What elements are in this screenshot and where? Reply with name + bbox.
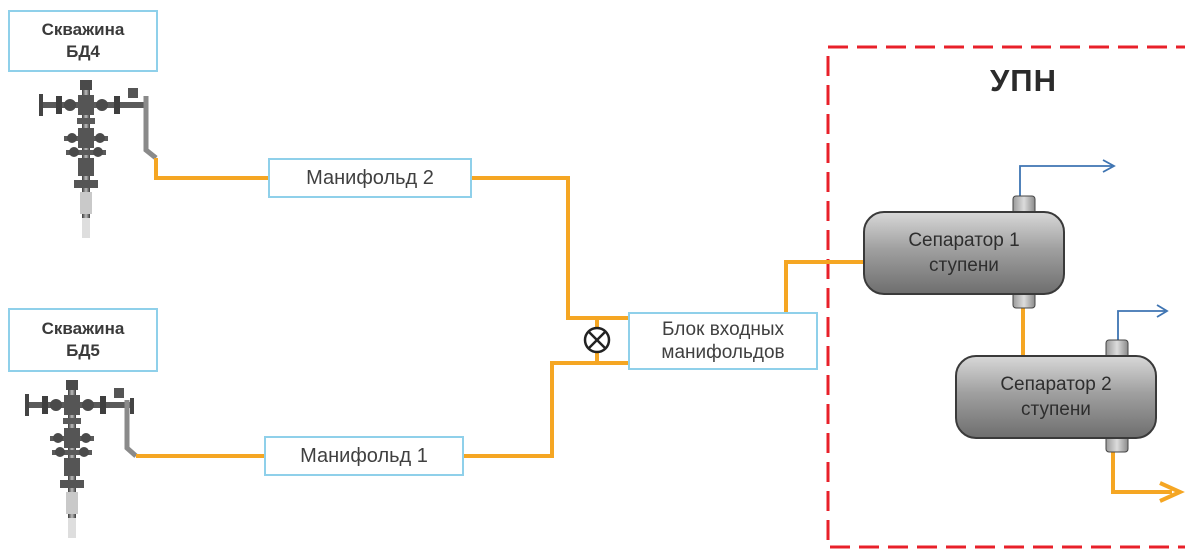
wellhead-icon — [39, 80, 148, 238]
manifold-1-box: Манифольд 1 — [264, 436, 464, 476]
pipe-manifold-2-to-valve — [472, 176, 628, 320]
pipe-well-bd4-to-manifold-2 — [154, 158, 268, 180]
inlet-block-line1: Блок входных — [662, 319, 784, 340]
separator-1-line1: Сепаратор 1 — [908, 230, 1020, 251]
upn-title: УПН — [990, 63, 1057, 98]
inlet-block-line2: манифольдов — [661, 342, 785, 363]
separator-1-vessel — [863, 195, 1065, 309]
well-bd4-label: Скважина БД4 — [8, 10, 158, 72]
well-bd5-line1: Скважина — [41, 319, 125, 338]
inlet-manifold-block: Блок входных манифольдов — [628, 312, 818, 370]
separator-1-label: Сепаратор 1 ступени — [864, 212, 1064, 294]
arrow-icon — [1102, 159, 1116, 173]
liquid-outlet-arrow-icon — [1159, 481, 1185, 503]
pipe-block-to-separator-1 — [784, 260, 868, 312]
separator-2-label: Сепаратор 2 ступени — [956, 356, 1156, 438]
valve-icon — [583, 326, 611, 354]
upn-boundary — [826, 45, 1185, 549]
separator-1-line2: ступени — [929, 255, 999, 276]
well-riser-pipe — [124, 400, 138, 458]
wellhead-icon — [25, 380, 134, 538]
manifold-1-label: Манифольд 1 — [300, 445, 428, 467]
well-bd4-line1: Скважина — [41, 20, 125, 39]
separator-2-line1: Сепаратор 2 — [1000, 374, 1112, 395]
well-bd5-label: Скважина БД5 — [8, 308, 158, 372]
gas-outlet-line-separator-2 — [1117, 310, 1165, 343]
pipe-manifold-1-to-valve — [464, 361, 628, 458]
separator-2-line2: ступени — [1021, 399, 1091, 420]
arrow-icon — [1156, 304, 1169, 318]
well-bd4-line2: БД4 — [66, 42, 100, 61]
manifold-2-label: Манифольд 2 — [306, 167, 434, 189]
pipe-separator-2-liquid-outlet — [1111, 452, 1172, 494]
manifold-2-box: Манифольд 2 — [268, 158, 472, 198]
well-bd5-line2: БД5 — [66, 341, 100, 360]
well-riser-pipe — [143, 96, 158, 160]
gas-outlet-line-separator-1 — [1019, 165, 1112, 198]
separator-2-vessel — [955, 339, 1157, 453]
